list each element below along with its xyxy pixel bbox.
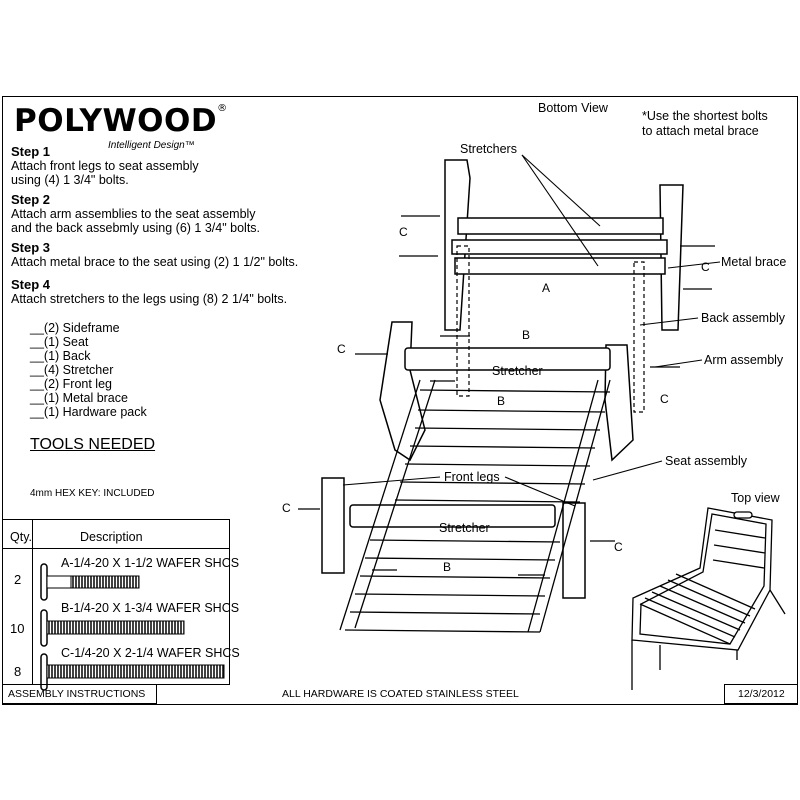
bolt-letter-b: B (443, 560, 451, 574)
step-text: using (4) 1 3/4" bolts. (11, 173, 129, 187)
bolt-letter-b: B (497, 394, 505, 408)
registered-mark: ® (217, 103, 228, 114)
step-title: Step 4 (11, 277, 51, 292)
bolt-letter-c: C (282, 501, 291, 515)
metal-brace-label: Metal brace (721, 255, 786, 269)
parts-list-item: __(2) Front leg (30, 377, 112, 391)
footer-date: 12/3/2012 (738, 688, 785, 700)
arm-assembly-left (379, 321, 426, 462)
metal-brace-bars (456, 245, 645, 413)
back-slat-top (457, 217, 664, 235)
back-slat-lower (454, 257, 666, 275)
seat-stretcher-upper (404, 347, 611, 371)
qty-header: Qty. (10, 530, 32, 544)
seat-stretcher-lower (349, 504, 556, 528)
bolt-b-icon (40, 609, 185, 647)
footer-hardware-note: ALL HARDWARE IS COATED STAINLESS STEEL (282, 688, 519, 700)
front-leg-left (321, 477, 345, 574)
step-text: and the back assebmly using (6) 1 3/4" b… (11, 221, 261, 235)
step-text: Attach stretchers to the legs using (8) … (11, 292, 288, 306)
bolt-letter-c: C (337, 342, 346, 356)
footer-assembly-instructions: ASSEMBLY INSTRUCTIONS (8, 688, 146, 700)
footer-left-box (3, 684, 157, 704)
table-header-divider (3, 548, 229, 549)
step-title: Step 2 (11, 192, 51, 207)
seat-slats (339, 379, 611, 633)
parts-list-item: __(1) Seat (30, 335, 89, 349)
seat-assembly-label: Seat assembly (665, 454, 748, 468)
bottom-view-label: Bottom View (538, 101, 609, 115)
hex-key-note: 4mm HEX KEY: INCLUDED (30, 488, 155, 499)
instruction-sheet-frame (2, 96, 798, 705)
back-assembly-label: Back assembly (701, 311, 786, 325)
step-text: Attach front legs to seat assembly (11, 159, 199, 173)
bolt-letter-c: C (701, 260, 710, 274)
bolt-letter-c: C (660, 392, 669, 406)
stretcher-label-upper: Stretcher (492, 364, 543, 378)
bolt-letter-c: C (399, 225, 408, 239)
step-2: Step 2 Attach arm assemblies to the seat… (11, 192, 260, 235)
description-header: Description (80, 530, 143, 544)
footer-date-box (724, 684, 797, 704)
hardware-qty: 2 (14, 572, 22, 587)
parts-list: __(2) Sideframe __(1) Seat __(1) Back __… (30, 321, 147, 419)
top-view-label: Top view (731, 491, 781, 505)
bolt-a-icon (40, 563, 140, 601)
back-sideframe-right (659, 184, 684, 331)
hardware-qty: 8 (14, 664, 22, 679)
hardware-description: C-1/4-20 X 2-1/4 WAFER SHCS (61, 646, 240, 660)
hardware-description: A-1/4-20 X 1-1/2 WAFER SHCS (61, 556, 240, 570)
parts-list-item: __(4) Stretcher (30, 363, 114, 377)
logo-tagline: Intelligent Design™ (108, 140, 195, 151)
stretchers-label: Stretchers (460, 142, 517, 156)
logo-text: POLYWOOD (14, 103, 218, 139)
bolt-letter-a: A (542, 281, 550, 295)
step-title: Step 3 (11, 240, 51, 255)
note-line-2: to attach metal brace (642, 124, 759, 138)
front-legs-label: Front legs (444, 470, 500, 484)
leader-lines (342, 154, 721, 507)
tools-needed-heading: TOOLS NEEDED (30, 436, 156, 453)
step-3: Step 3 Attach metal brace to the seat us… (11, 240, 298, 269)
parts-list-item: __(1) Metal brace (30, 391, 128, 405)
parts-list-item: __(2) Sideframe (30, 321, 120, 335)
table-column-divider (32, 520, 33, 685)
hardware-table: Qty. Description 2 A-1/4-20 X 1-1/2 WAFE… (3, 519, 240, 685)
bolt-letter-c: C (614, 540, 623, 554)
top-view-chaise-icon (631, 507, 786, 690)
stretcher-label-lower: Stretcher (439, 521, 490, 535)
step-text: Attach metal brace to the seat using (2)… (11, 255, 299, 269)
front-leg-right (562, 502, 586, 599)
step-1: Step 1 Attach front legs to seat assembl… (11, 144, 199, 187)
parts-list-item: __(1) Hardware pack (30, 405, 147, 419)
bolt-letter-b: B (522, 328, 530, 342)
step-text: Attach arm assemblies to the seat assemb… (11, 207, 256, 221)
metal-brace-shape (451, 239, 668, 255)
parts-list-item: __(1) Back (30, 349, 91, 363)
polywood-logo: POLYWOOD® (14, 103, 228, 139)
step-4: Step 4 Attach stretchers to the legs usi… (11, 277, 287, 306)
arm-assembly-right (604, 344, 634, 462)
hardware-qty: 10 (10, 621, 25, 636)
step-title: Step 1 (11, 144, 51, 159)
arm-assembly-label: Arm assembly (704, 353, 784, 367)
hardware-description: B-1/4-20 X 1-3/4 WAFER SHCS (61, 601, 240, 615)
bolt-c-icon (40, 653, 225, 691)
note-line-1: *Use the shortest bolts (642, 109, 768, 123)
